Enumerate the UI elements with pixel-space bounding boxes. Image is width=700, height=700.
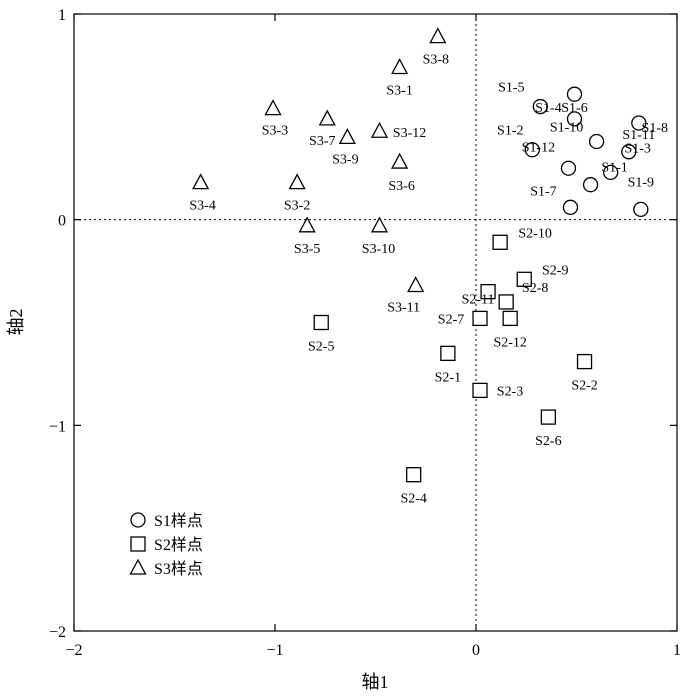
y-tick-label: 0: [58, 213, 66, 230]
point-s2-5: [313, 314, 329, 331]
point-s3-10: [370, 216, 389, 233]
point-s1-3: [603, 164, 619, 181]
point-s1-12: [560, 160, 577, 176]
point-s3-11: [407, 276, 425, 293]
point-s2-2: [576, 353, 593, 370]
point-s1-7: [562, 199, 579, 215]
point-label-s3-3: S3-3: [262, 124, 288, 139]
point-s1-6: [566, 86, 583, 102]
point-s3-5: [298, 216, 316, 233]
point-label-s2-9: S2-9: [542, 263, 568, 278]
point-s2-3: [472, 382, 488, 399]
point-s2-9: [516, 271, 532, 287]
point-label-s3-11: S3-11: [387, 300, 420, 315]
point-label-s3-7: S3-7: [309, 134, 335, 149]
point-s3-9: [338, 128, 356, 145]
y-tick-label: −1: [49, 418, 66, 435]
legend-marker-square: [130, 536, 146, 552]
point-label-s2-12: S2-12: [493, 335, 526, 350]
point-s1-1: [582, 177, 599, 193]
point-s2-6: [540, 409, 557, 425]
legend-label: S2样点: [154, 536, 203, 554]
point-s3-6: [391, 152, 409, 169]
point-label-s1-5: S1-5: [498, 81, 524, 96]
point-label-s2-4: S2-4: [400, 492, 426, 507]
point-label-s1-3: S1-3: [624, 141, 650, 156]
point-label-s2-3: S2-3: [497, 384, 523, 399]
legend-label: S3样点: [154, 560, 203, 578]
point-label-s1-9: S1-9: [628, 175, 654, 190]
point-s3-7: [318, 109, 336, 126]
point-label-s2-7: S2-7: [438, 312, 464, 327]
point-label-s3-12: S3-12: [393, 126, 426, 141]
zero-reference-lines: [74, 14, 677, 631]
point-label-s2-5: S2-5: [308, 340, 334, 355]
point-label-s3-10: S3-10: [362, 242, 395, 257]
plot-frame: [73, 13, 678, 632]
legend-label: S1样点: [154, 512, 203, 530]
point-s1-4: [566, 111, 583, 127]
point-label-s2-2: S2-2: [571, 379, 597, 394]
x-tick-label: 1: [673, 642, 681, 659]
x-tick-label: 0: [472, 642, 480, 659]
point-label-s3-9: S3-9: [332, 152, 358, 167]
point-s1-5: [532, 98, 548, 115]
point-s2-4: [406, 467, 422, 483]
legend-marker-triangle: [129, 558, 147, 575]
point-s2-10: [492, 234, 508, 250]
point-label-s1-2: S1-2: [497, 124, 523, 139]
point-label-s1-12: S1-12: [522, 140, 555, 155]
point-label-s2-6: S2-6: [535, 434, 561, 449]
point-s1-9: [633, 201, 649, 218]
point-label-s1-4: S1-4: [535, 101, 561, 116]
point-label-s3-4: S3-4: [189, 199, 215, 214]
x-tick-label: −2: [65, 642, 82, 659]
point-label-s1-11: S1-11: [622, 128, 655, 143]
x-axis-title: 轴1: [362, 672, 389, 692]
point-label-s1-7: S1-7: [530, 184, 556, 199]
point-label-s2-11: S2-11: [462, 293, 495, 308]
axis-ticks: −2 −1 0 1 −2 −1 0 1: [49, 7, 681, 659]
point-label-s1-6: S1-6: [561, 101, 587, 116]
point-s3-4: [192, 173, 210, 190]
legend: S1样点 S2样点 S3样点: [129, 512, 203, 578]
point-s3-12: [370, 121, 389, 138]
point-s1-2: [524, 142, 540, 158]
point-s1-11: [631, 115, 647, 131]
point-label-s3-2: S3-2: [284, 199, 310, 214]
point-s2-8: [498, 294, 514, 310]
point-labels: S1-1 S1-2S1-3 S1-4 S1-5S1-6S1-7 S1-8S1-9 S1-1…: [189, 53, 668, 507]
point-s2-12: [502, 310, 518, 327]
point-s3-3: [264, 99, 282, 116]
point-s3-1: [391, 58, 409, 75]
point-label-s3-8: S3-8: [423, 53, 449, 68]
point-s1-8: [621, 144, 637, 160]
legend-marker-circle: [130, 512, 146, 528]
point-s2-11: [480, 283, 496, 300]
point-label-s1-10: S1-10: [550, 121, 583, 136]
point-label-s3-5: S3-5: [294, 242, 320, 257]
point-label-s2-8: S2-8: [522, 281, 548, 296]
point-label-s2-10: S2-10: [518, 226, 551, 241]
point-label-s3-1: S3-1: [386, 83, 412, 98]
point-label-s2-1: S2-1: [435, 370, 461, 385]
y-tick-label: 1: [58, 7, 66, 24]
point-s1-10: [588, 133, 605, 150]
point-s3-8: [429, 27, 447, 44]
y-tick-label: −2: [49, 624, 66, 641]
point-s2-1: [440, 345, 456, 362]
point-label-s3-6: S3-6: [388, 179, 414, 194]
y-axis-title: 轴2: [6, 309, 26, 336]
point-s3-2: [288, 173, 306, 190]
point-label-s1-8: S1-8: [642, 121, 668, 136]
data-points: [192, 27, 649, 483]
point-s2-7: [472, 310, 488, 327]
point-label-s1-1: S1-1: [601, 161, 627, 176]
x-tick-label: −1: [266, 642, 283, 659]
